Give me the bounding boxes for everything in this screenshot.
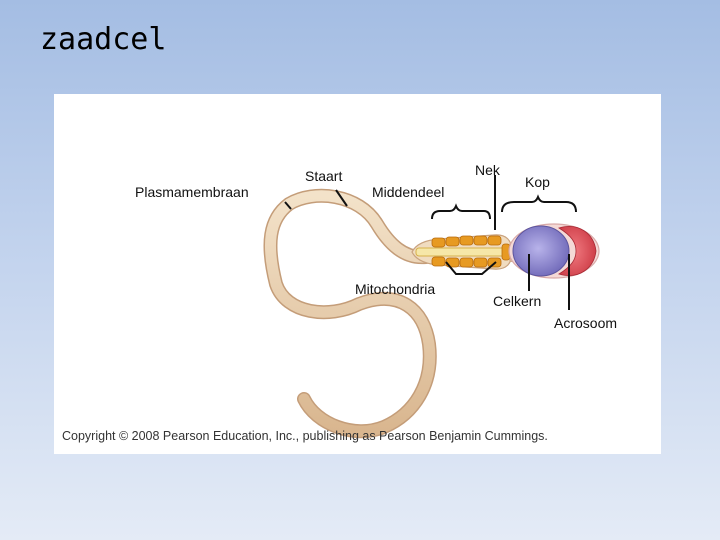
kop-bracket [501,194,577,213]
leader-lines [284,175,577,310]
nucleus [512,225,570,277]
label-mitochondria: Mitochondria [355,281,436,297]
head [508,223,600,279]
label-kop: Kop [525,174,550,190]
label-nek: Nek [475,162,500,178]
label-plasmamembraan: Plasmamembraan [135,184,249,200]
slide-title: zaadcel [40,22,167,57]
sperm-cell-figure: Plasmamembraan Staart Middendeel Nek Kop… [54,94,661,454]
midpiece [411,234,517,270]
label-celkern: Celkern [493,293,542,309]
middendeel-bracket [431,203,491,220]
mitochondria-bracket [445,261,497,275]
acrosome [558,226,597,276]
label-acrosoom: Acrosoom [554,315,618,331]
label-staart: Staart [305,168,343,184]
mitochondria [431,235,511,268]
sperm-cell-illustration [263,175,600,439]
staart-pointer [335,189,348,207]
plasmamembraan-pointer [284,201,292,210]
tail [263,188,437,439]
label-middendeel: Middendeel [372,184,445,200]
copyright-notice: Copyright © 2008 Pearson Education, Inc.… [62,429,548,443]
